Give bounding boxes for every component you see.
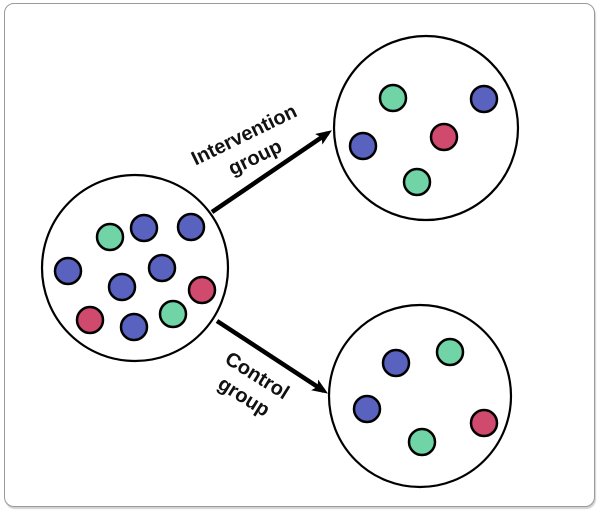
intervention-participant-dot-green bbox=[378, 83, 408, 113]
control-participant-dot-blue bbox=[352, 394, 382, 424]
population-participant-dot-blue bbox=[119, 312, 149, 342]
population-participant-dot-green bbox=[95, 222, 125, 252]
population-participant-dot-blue bbox=[176, 212, 206, 242]
population-participant-dot-red bbox=[75, 305, 105, 335]
control-participant-dot-red bbox=[469, 408, 499, 438]
population-participant-dot-blue bbox=[53, 256, 83, 286]
control-arrow bbox=[215, 319, 329, 394]
control-participant-dot-green bbox=[407, 427, 437, 457]
intervention-group-circle bbox=[332, 34, 520, 222]
intervention-arrow bbox=[210, 130, 332, 214]
intervention-participant-dot-blue bbox=[348, 131, 378, 161]
intervention-participant-dot-green bbox=[402, 167, 432, 197]
population-participant-dot-blue bbox=[147, 253, 177, 283]
population-participant-dot-red bbox=[187, 275, 217, 305]
intervention-participant-dot-red bbox=[429, 122, 459, 152]
population-participant-dot-blue bbox=[107, 272, 137, 302]
control-group-circle bbox=[327, 303, 513, 489]
control-participant-dot-blue bbox=[381, 348, 411, 378]
population-participant-dot-green bbox=[158, 299, 188, 329]
intervention-participant-dot-blue bbox=[469, 84, 499, 114]
population-participant-dot-blue bbox=[129, 213, 159, 243]
control-participant-dot-green bbox=[435, 337, 465, 367]
